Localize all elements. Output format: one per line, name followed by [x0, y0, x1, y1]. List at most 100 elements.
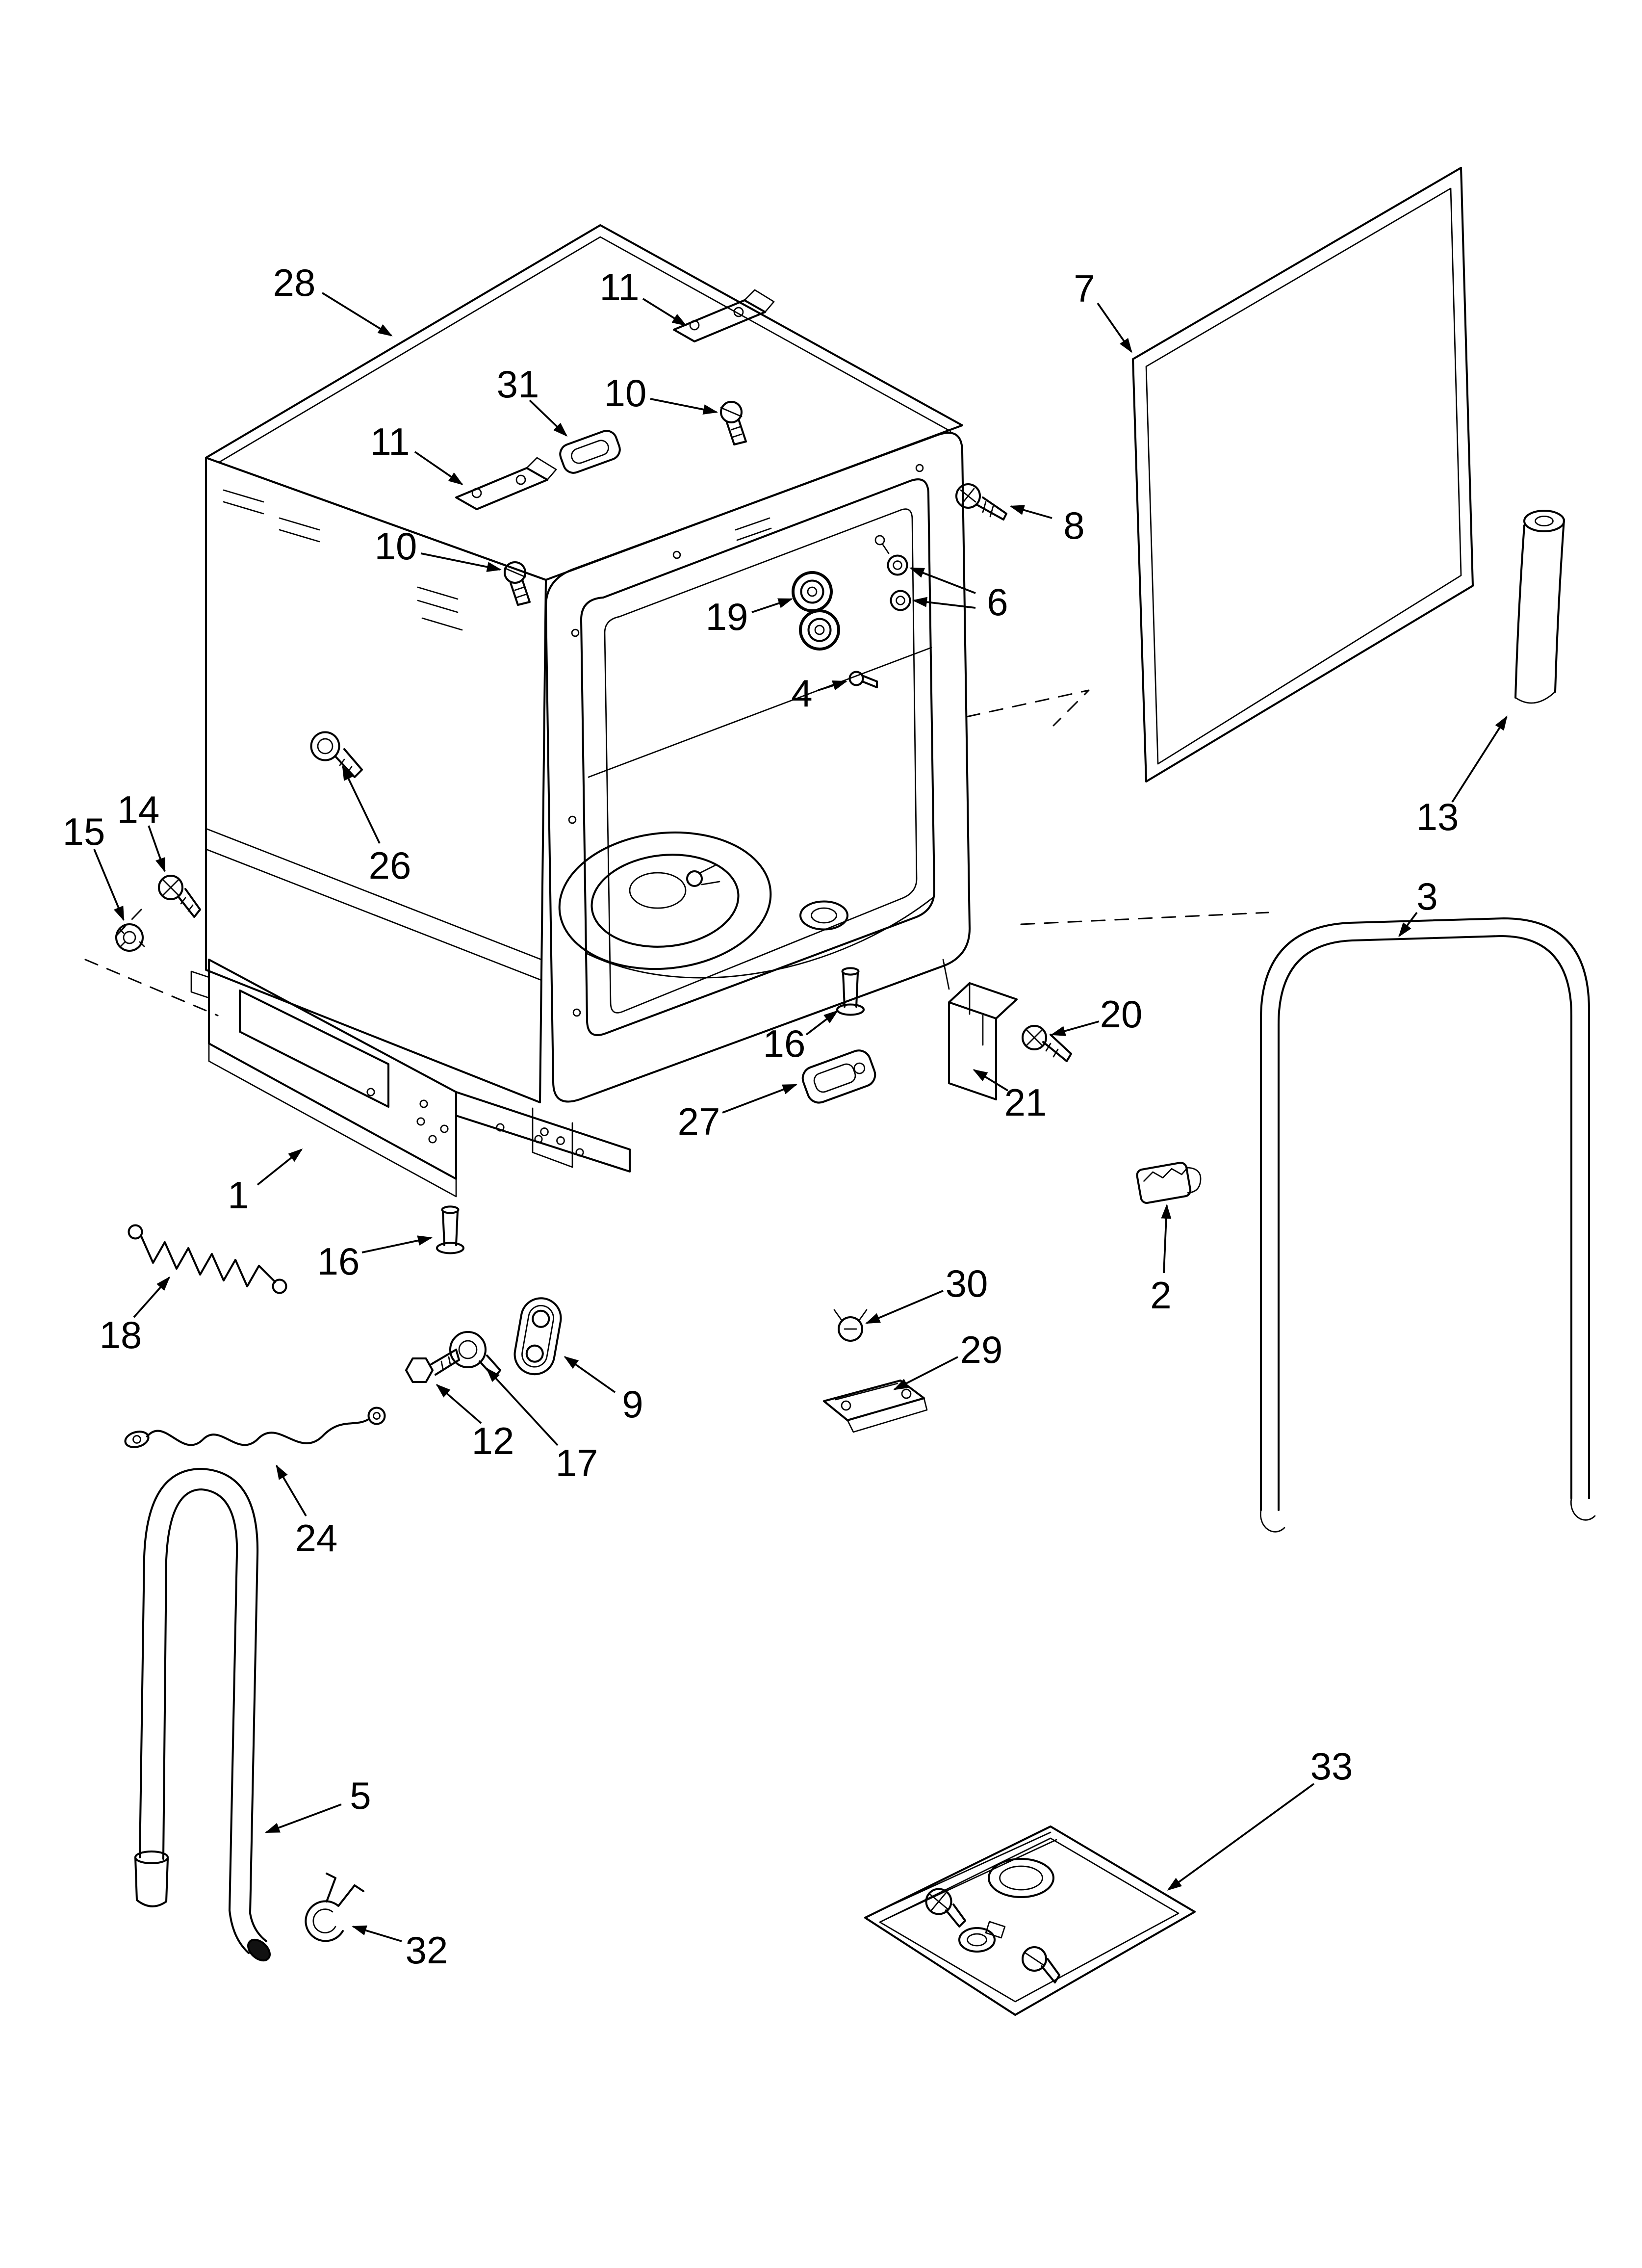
screw-8 [955, 483, 1008, 521]
leader-line-part-12 [436, 1384, 482, 1424]
leader-line-part-29 [893, 1356, 958, 1390]
screw-14 [157, 874, 202, 918]
clip-30 [833, 1309, 868, 1342]
leader-line-part-1 [257, 1148, 303, 1186]
part-number-3: 3 [1416, 875, 1437, 918]
washers-6 [874, 535, 911, 611]
leader-line-part-17 [486, 1367, 559, 1446]
part-number-26: 26 [369, 844, 411, 887]
part-number-16: 16 [317, 1240, 360, 1283]
part-number-4: 4 [791, 672, 812, 715]
part-number-13: 13 [1416, 795, 1459, 838]
part-number-24: 24 [295, 1516, 338, 1560]
part-number-33: 33 [1310, 1745, 1353, 1788]
leveling-foot-16-front [836, 967, 865, 1016]
part-number-11: 11 [600, 265, 640, 309]
part-number-32: 32 [406, 1929, 448, 1972]
part-number-1: 1 [228, 1173, 249, 1217]
leader-line-part-10 [420, 552, 502, 572]
tub-top-panel [205, 224, 964, 581]
leader-line-part-6 [912, 597, 976, 609]
thumbscrew-26 [310, 731, 363, 779]
leader-line-part-2 [1161, 1204, 1172, 1274]
leader-line-part-9 [564, 1356, 616, 1393]
tub-left-panel [205, 456, 547, 1104]
part-number-16: 16 [763, 1022, 806, 1065]
part-number-17: 17 [556, 1441, 598, 1485]
leader-line-part-8 [1009, 505, 1052, 519]
part-number-9: 9 [622, 1382, 643, 1426]
screw-10-right [719, 400, 747, 446]
leader-line-part-18 [133, 1276, 170, 1318]
leader-line-part-11 [642, 298, 687, 326]
tub-interior [558, 647, 934, 979]
leader-line-part-32 [352, 1925, 402, 1942]
part-number-10: 10 [604, 371, 647, 415]
part-number-29: 29 [960, 1328, 1003, 1371]
part-number-31: 31 [497, 363, 539, 406]
leader-line-part-14 [148, 825, 166, 873]
spring-18 [128, 1224, 287, 1294]
leader-line-part-30 [865, 1290, 944, 1324]
leader-line-part-24 [276, 1464, 307, 1516]
door-gasket-3 [1259, 917, 1596, 1533]
part-number-14: 14 [117, 788, 160, 831]
part-number-30: 30 [946, 1262, 988, 1305]
leader-line-part-31 [529, 399, 568, 437]
tub-front-frame [544, 432, 971, 1103]
part-number-11: 11 [370, 420, 410, 463]
leader-line-part-7 [1097, 302, 1132, 353]
clip-27 [801, 1049, 876, 1104]
hose-clamp-32 [305, 1872, 365, 1942]
clip-31 [559, 430, 621, 474]
screw-20 [1021, 1024, 1073, 1063]
drain-hose-5 [134, 1467, 271, 1962]
part-number-15: 15 [63, 810, 105, 853]
link-plate-9 [513, 1297, 562, 1376]
leader-line-part-16 [361, 1235, 433, 1253]
leader-line-part-28 [322, 292, 393, 337]
leader-line-part-16 [805, 1010, 839, 1036]
screw-10-left [503, 561, 531, 606]
bracket-29 [822, 1379, 928, 1433]
parts-bag-33 [864, 1825, 1196, 2016]
part-number-7: 7 [1074, 267, 1095, 310]
leader-line-part-21 [973, 1069, 1008, 1092]
part-number-19: 19 [706, 595, 748, 638]
leader-line-part-13 [1451, 715, 1508, 803]
trim-strip-13 [1514, 509, 1565, 704]
screw-4 [848, 671, 878, 689]
part-number-5: 5 [350, 1774, 371, 1817]
part-number-6: 6 [987, 580, 1008, 624]
leader-line-part-20 [1051, 1020, 1100, 1036]
bracket-21 [948, 982, 1018, 1101]
base-frame-1 [190, 958, 631, 1198]
part-number-21: 21 [1004, 1081, 1047, 1124]
part-number-20: 20 [1100, 992, 1143, 1036]
construction-lines [84, 689, 1269, 1017]
part-number-10: 10 [375, 524, 417, 568]
part-number-28: 28 [273, 261, 316, 304]
leader-line-part-6 [909, 567, 976, 594]
leader-line-part-27 [722, 1084, 797, 1114]
leader-line-part-19 [751, 598, 793, 613]
ground-wire-24 [124, 1407, 386, 1448]
clip-2 [1136, 1162, 1202, 1204]
leader-line-part-10 [650, 398, 718, 415]
leader-line-part-11 [414, 451, 463, 485]
leader-line-part-4 [818, 680, 847, 691]
mounting-bracket-11-left [455, 457, 557, 511]
washer-15 [115, 923, 145, 952]
leader-line-part-3 [1398, 912, 1418, 938]
leveling-foot-16-left [436, 1205, 465, 1254]
part-number-2: 2 [1150, 1274, 1171, 1317]
door-outer-panel-7 [1131, 166, 1474, 783]
inlet-grommets-19 [792, 571, 840, 651]
mounting-bracket-11-right [672, 289, 775, 343]
part-number-27: 27 [678, 1100, 720, 1143]
leader-line-part-5 [265, 1803, 342, 1833]
part-number-12: 12 [472, 1419, 514, 1462]
